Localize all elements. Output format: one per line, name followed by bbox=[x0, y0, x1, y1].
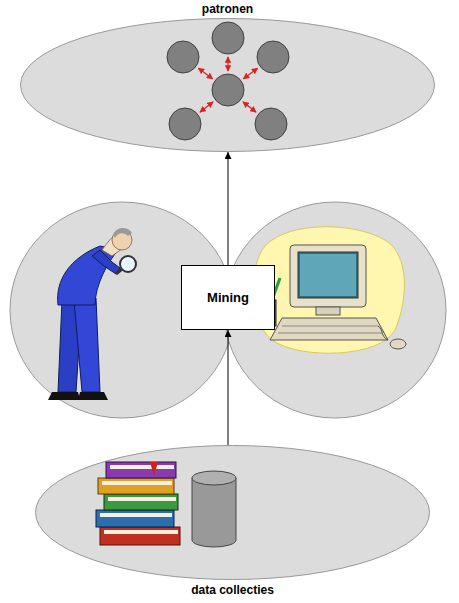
pattern-circle bbox=[212, 74, 244, 106]
group-title: patronen bbox=[20, 2, 435, 16]
flow-arrow bbox=[228, 152, 229, 265]
group-title: data collecties bbox=[35, 583, 430, 597]
pattern-circle bbox=[212, 22, 244, 54]
relation-arrow bbox=[243, 68, 257, 79]
book-stack bbox=[96, 462, 180, 545]
analyst-figure bbox=[48, 228, 136, 400]
database-cylinder bbox=[192, 471, 236, 547]
relation-arrow bbox=[227, 57, 228, 71]
ellipse-outline bbox=[35, 445, 430, 580]
computer-figure bbox=[253, 227, 406, 354]
relation-arrow bbox=[198, 68, 212, 79]
pattern-network bbox=[167, 22, 289, 140]
ellipse-shape bbox=[21, 19, 435, 152]
box-label: Mining bbox=[207, 290, 249, 305]
process-box: Mining bbox=[181, 265, 275, 330]
pattern-circle bbox=[167, 41, 199, 73]
pattern-circle bbox=[169, 108, 201, 140]
pattern-circle bbox=[255, 108, 287, 140]
group-ellipse: patronen bbox=[20, 18, 435, 152]
relation-arrow bbox=[200, 102, 213, 112]
group-ellipse: data collecties bbox=[35, 445, 430, 580]
flow-arrow bbox=[228, 330, 229, 445]
pattern-circle bbox=[257, 41, 289, 73]
ellipse-shape bbox=[36, 446, 430, 580]
relation-arrow bbox=[243, 102, 256, 112]
ellipse-outline bbox=[20, 18, 435, 152]
